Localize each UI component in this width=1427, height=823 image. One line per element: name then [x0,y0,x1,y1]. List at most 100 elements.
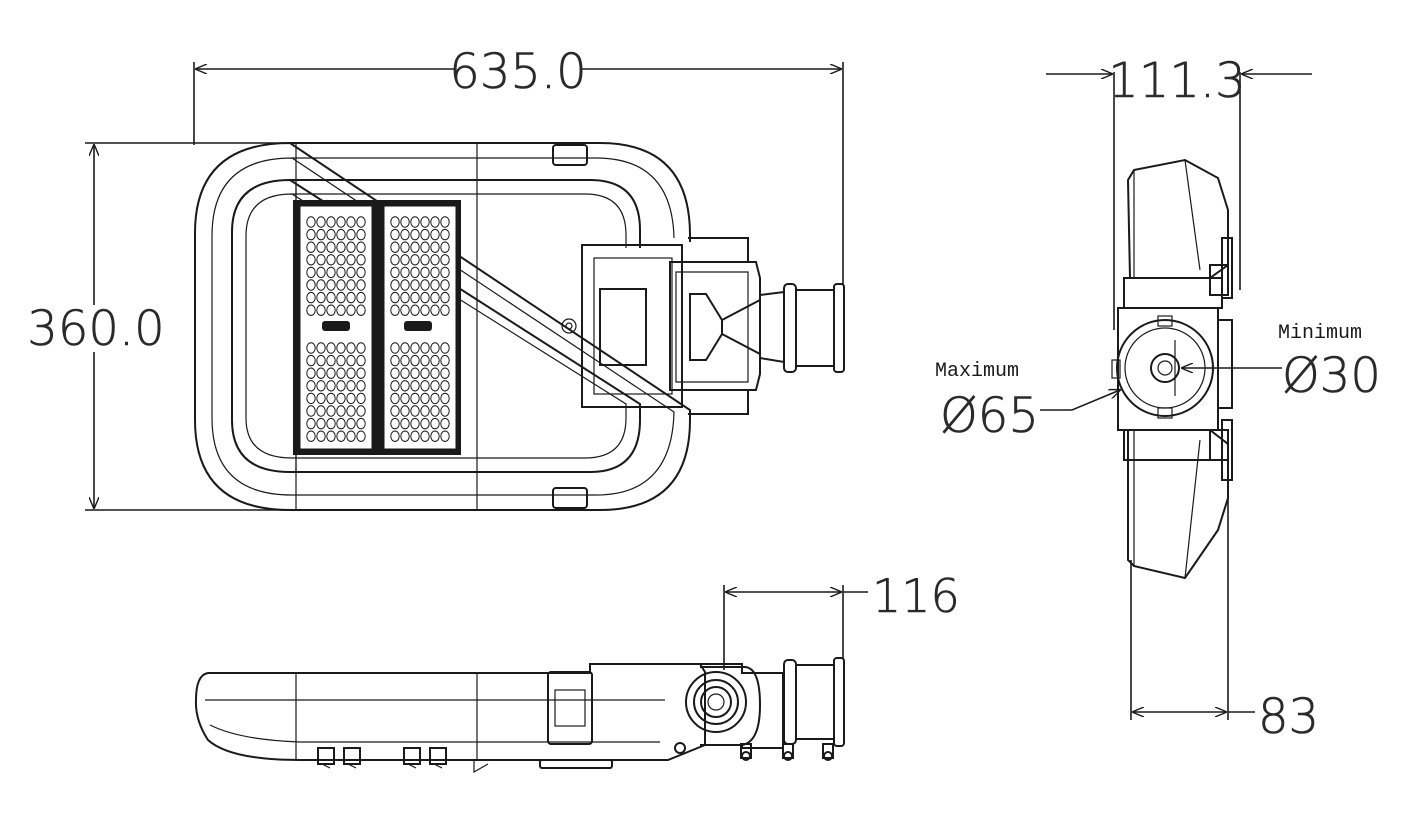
led-lens [410,342,420,354]
led-lens [336,228,346,241]
led-lens [356,417,366,430]
led-lens [440,367,450,379]
maximum-diameter-callout: Maximum Ø65 [935,360,1120,444]
led-lens [346,304,356,316]
led-lens [326,254,336,266]
led-lens [420,266,430,279]
led-lens [336,216,346,228]
led-lens [440,241,450,253]
led-lens [390,342,400,354]
led-lens [400,380,410,392]
led-lens [316,417,326,430]
led-lens [346,380,356,392]
led-lens [440,430,450,442]
led-lens [346,266,356,279]
led-lens [336,430,346,442]
led-lens [400,354,410,367]
led-lens [430,304,440,316]
led-lens [410,380,420,392]
pipe-bolt [782,743,794,759]
led-lens [326,304,336,316]
led-lens [326,291,336,304]
led-lens [410,279,420,291]
led-lens [316,266,326,279]
profile-height-label: 116 [872,569,960,623]
led-lens [390,430,400,442]
led-lens [430,367,440,379]
led-lens [336,241,346,253]
led-lens [306,405,316,417]
led-lens [440,342,450,354]
minimum-label: Minimum [1278,322,1362,345]
led-lens [336,254,346,266]
led-lens [316,216,326,228]
led-lens [440,279,450,291]
led-lens [316,367,326,379]
led-lens [400,228,410,241]
led-lens [306,367,316,379]
led-lens [420,228,430,241]
led-lens [410,254,420,266]
led-lens [430,291,440,304]
dimension-overall-width: 360.0 [27,142,296,511]
side-profile-view [194,657,845,774]
dimension-overall-length: 635.0 [193,44,844,285]
led-lens [430,279,440,291]
led-lens [336,342,346,354]
led-lens [356,254,366,266]
led-lens [390,380,400,392]
led-lens [420,380,430,392]
led-lens [356,228,366,241]
led-lens [306,342,316,354]
led-lens [390,279,400,291]
led-lens [390,417,400,430]
led-lens [420,405,430,417]
led-lens [420,367,430,379]
led-lens [336,266,346,279]
connector-stud [429,747,447,765]
led-lens [346,279,356,291]
led-lens [420,354,430,367]
led-lens [410,430,420,442]
led-lens [440,291,450,304]
led-lens [430,266,440,279]
led-lens [400,291,410,304]
led-lens [430,354,440,367]
led-lens [326,430,336,442]
led-lens [346,228,356,241]
led-lens [346,354,356,367]
connector-stud [317,747,335,765]
led-lens [356,430,366,442]
led-lens [326,380,336,392]
pipe-bolts [740,743,834,761]
minimum-value: Ø30 [1282,348,1381,404]
led-lens [356,304,366,316]
led-module-left [306,216,366,442]
led-lens [410,228,420,241]
led-lens [390,367,400,379]
led-lens [316,304,326,316]
led-lens [306,266,316,279]
led-lens [346,254,356,266]
led-lens [440,417,450,430]
led-lens [326,392,336,405]
led-lens [336,367,346,379]
led-lens [410,367,420,379]
led-lens [410,392,420,405]
end-view [1111,158,1233,580]
led-lens [410,266,420,279]
led-lens [336,291,346,304]
led-lens [430,380,440,392]
connector-stud [343,747,361,765]
led-lens [430,417,440,430]
led-lens [306,241,316,253]
led-lens [346,241,356,253]
led-lens [326,354,336,367]
overall-length-label: 635.0 [449,44,586,100]
led-lens [400,241,410,253]
led-lens [336,380,346,392]
led-lens [440,266,450,279]
side-depth-label: 111.3 [1108,53,1245,109]
led-lens [420,342,430,354]
led-lens [356,392,366,405]
